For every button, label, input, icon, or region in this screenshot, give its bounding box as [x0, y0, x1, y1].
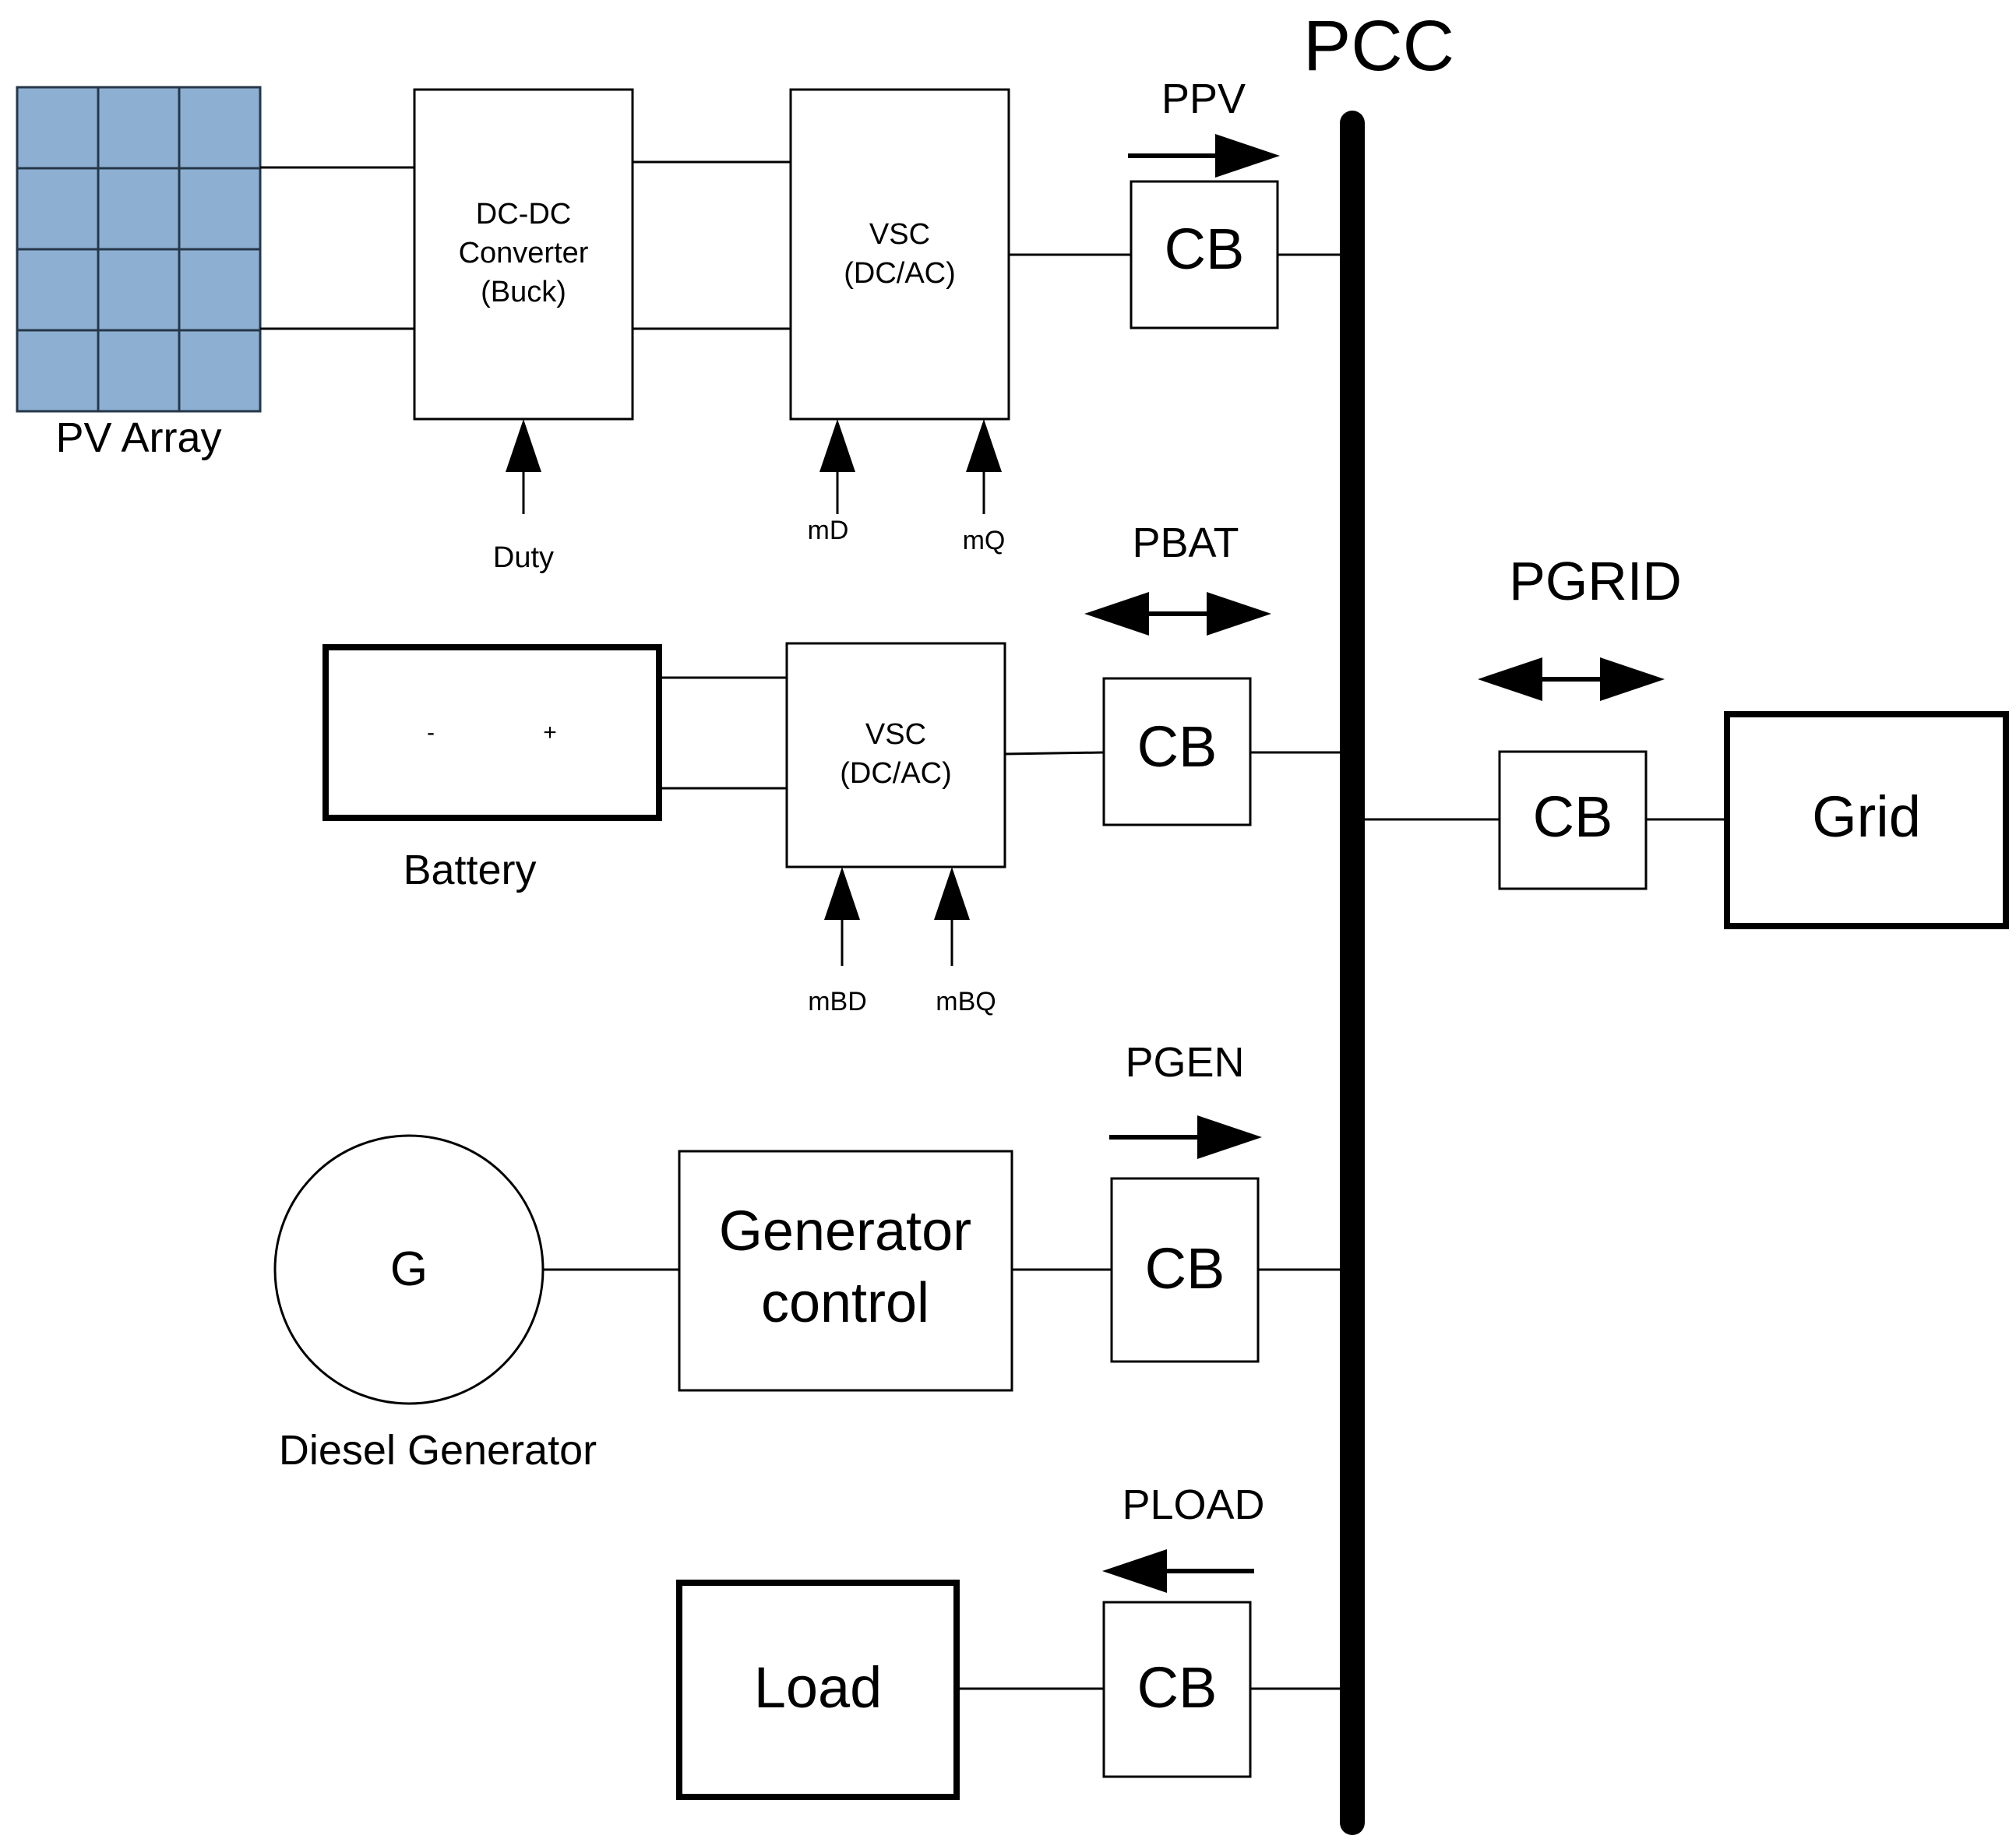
battery-minus: - — [427, 720, 435, 745]
pgrid-label: PGRID — [1509, 551, 1682, 611]
load-breaker-box — [1102, 1601, 1252, 1778]
grid-breaker-label: CB — [1533, 784, 1613, 849]
generator-control-line-1: Generator — [719, 1200, 971, 1263]
pgen-arrow-head — [1197, 1115, 1262, 1159]
battery-vsc-cb-wire — [1004, 751, 1105, 756]
pv-vsc-box — [789, 88, 1010, 421]
pcc-label: PCC — [1303, 6, 1454, 86]
pgrid-arrow-head-right — [1600, 657, 1665, 701]
pbat-arrow-head-left — [1084, 592, 1149, 636]
battery-vsc-line-1: VSC — [865, 718, 926, 751]
pv-breaker-label: CB — [1165, 217, 1245, 281]
generator-symbol: G — [390, 1242, 428, 1296]
pload-arrow-head — [1102, 1549, 1167, 1593]
load-label: Load — [754, 1655, 883, 1720]
generator-breaker-label: CB — [1145, 1236, 1225, 1301]
battery-vsc-line-2: (DC/AC) — [840, 757, 952, 790]
md-arrow-head — [819, 419, 855, 472]
grid-label: Grid — [1812, 784, 1921, 849]
mbd-label: mBD — [808, 987, 867, 1016]
dc-dc-converter-line-3: (Buck) — [481, 276, 566, 308]
mbq-arrow-head — [934, 867, 970, 920]
mq-label: mQ — [963, 526, 1006, 555]
pbat-label: PBAT — [1132, 520, 1239, 566]
pv-array-label: PV Array — [55, 414, 221, 461]
ppv-label: PPV — [1161, 76, 1246, 122]
mbd-arrow-head — [824, 867, 860, 920]
ppv-arrow-head — [1215, 134, 1280, 178]
grid-box — [1724, 711, 2009, 929]
pv-vsc-line-2: (DC/AC) — [844, 257, 956, 290]
generator-control-line-2: control — [761, 1272, 929, 1334]
mq-arrow-head — [966, 419, 1002, 472]
duty-arrow-head — [506, 419, 541, 472]
generator-breaker-box — [1110, 1177, 1260, 1363]
generator-control-box — [678, 1150, 1013, 1392]
duty-label: Duty — [493, 541, 554, 574]
load-breaker-label: CB — [1137, 1655, 1218, 1720]
grid-breaker-box — [1498, 750, 1648, 890]
pv-array — [16, 86, 262, 413]
battery-box — [322, 644, 662, 821]
pgrid-arrow-head-left — [1478, 657, 1542, 701]
pload-label: PLOAD — [1122, 1481, 1264, 1528]
mbq-label: mBQ — [936, 987, 996, 1016]
battery-vsc-box — [785, 642, 1006, 868]
md-label: mD — [808, 516, 849, 545]
dc-dc-converter-line-1: DC-DC — [476, 198, 571, 231]
battery-label: Battery — [403, 847, 536, 893]
battery-breaker-label: CB — [1137, 714, 1218, 779]
pv-vsc-line-1: VSC — [869, 218, 930, 251]
pgen-label: PGEN — [1125, 1039, 1244, 1086]
pv-breaker-box — [1130, 180, 1279, 329]
generator-label: Diesel Generator — [279, 1427, 597, 1474]
dc-dc-converter-line-2: Converter — [459, 237, 589, 270]
battery-breaker-box — [1102, 677, 1252, 826]
dc-dc-converter-box — [413, 88, 634, 421]
battery-plus: + — [543, 720, 557, 745]
pbat-arrow-head-right — [1207, 592, 1271, 636]
